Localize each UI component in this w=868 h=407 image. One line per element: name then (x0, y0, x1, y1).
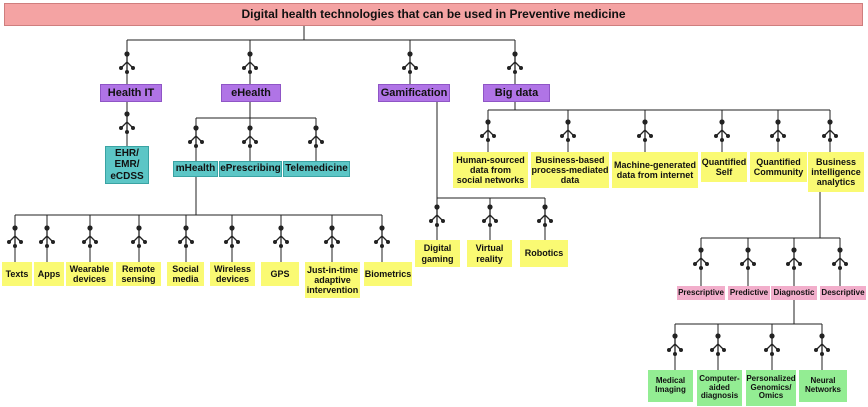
connector-icon (740, 247, 756, 270)
connector-icon (273, 225, 289, 248)
connector-icon (188, 125, 204, 148)
diagnostic-node: Diagnostic (771, 286, 817, 300)
descriptive-node: Descriptive (820, 286, 866, 300)
gps-node: GPS (261, 262, 299, 286)
connector-icon (507, 51, 523, 74)
wearable-devices-node: Wearable devices (66, 262, 113, 286)
telemedicine-node: Telemedicine (283, 161, 350, 177)
digital-gaming-node: Digital gaming (415, 240, 460, 267)
texts-node: Texts (2, 262, 32, 286)
connector-icon (814, 333, 830, 356)
quantified-community-node: Quantified Community (750, 152, 807, 182)
connector-icon (637, 119, 653, 142)
connector-icon (482, 204, 498, 227)
connector-icon (667, 333, 683, 356)
virtual-reality-node: Virtual reality (467, 240, 512, 267)
connector-icon (832, 247, 848, 270)
connector-icon (224, 225, 240, 248)
cad-node: Computer- aided diagnosis (697, 370, 742, 406)
connector-icon (429, 204, 445, 227)
connector-icon (7, 225, 23, 248)
big-data-node: Big data (483, 84, 550, 102)
medical-imaging-node: Medical Imaging (648, 370, 693, 402)
connector-icon (714, 119, 730, 142)
predictive-node: Predictive (728, 286, 770, 300)
connector-icon (560, 119, 576, 142)
connector-icon (822, 119, 838, 142)
diagram-title: Digital health technologies that can be … (4, 3, 863, 26)
social-media-node: Social media (167, 262, 204, 286)
bi-analytics-node: Business intelligence analytics (808, 152, 864, 192)
machine-generated-node: Machine-generated data from internet (612, 152, 698, 188)
neural-networks-node: Neural Networks (799, 370, 847, 402)
connector-icon (178, 225, 194, 248)
connector-icon (242, 51, 258, 74)
connector-icon (693, 247, 709, 270)
ehealth-node: eHealth (221, 84, 281, 102)
connector-icon (119, 111, 135, 134)
quantified-self-node: Quantified Self (701, 152, 747, 182)
ehr-node: EHR/ EMR/ eCDSS (105, 146, 149, 184)
connector-icon (537, 204, 553, 227)
prescriptive-node: Prescriptive (677, 286, 725, 300)
gamification-node: Gamification (378, 84, 450, 102)
connector-icon (119, 51, 135, 74)
connector-icon (39, 225, 55, 248)
connector-icon (770, 119, 786, 142)
robotics-node: Robotics (520, 240, 568, 267)
health-it-node: Health IT (100, 84, 162, 102)
business-based-node: Business-based process-mediated data (531, 152, 609, 188)
connector-icon (131, 225, 147, 248)
connector-icon (374, 225, 390, 248)
connector-icon (82, 225, 98, 248)
connector-icon (786, 247, 802, 270)
connector-icon (402, 51, 418, 74)
connector-icon (242, 125, 258, 148)
jitai-node: Just-in-time adaptive intervention (305, 262, 360, 298)
connector-icon (764, 333, 780, 356)
remote-sensing-node: Remote sensing (116, 262, 161, 286)
connector-icon (308, 125, 324, 148)
eprescribing-node: ePrescribing (219, 161, 282, 177)
connector-icon (480, 119, 496, 142)
human-sourced-node: Human-sourced data from social networks (453, 152, 528, 188)
apps-node: Apps (34, 262, 64, 286)
connector-icon (324, 225, 340, 248)
connector-icon (710, 333, 726, 356)
mhealth-node: mHealth (173, 161, 218, 177)
genomics-node: Personalized Genomics/ Omics (746, 370, 796, 406)
biometrics-node: Biometrics (364, 262, 412, 286)
wireless-devices-node: Wireless devices (210, 262, 255, 286)
